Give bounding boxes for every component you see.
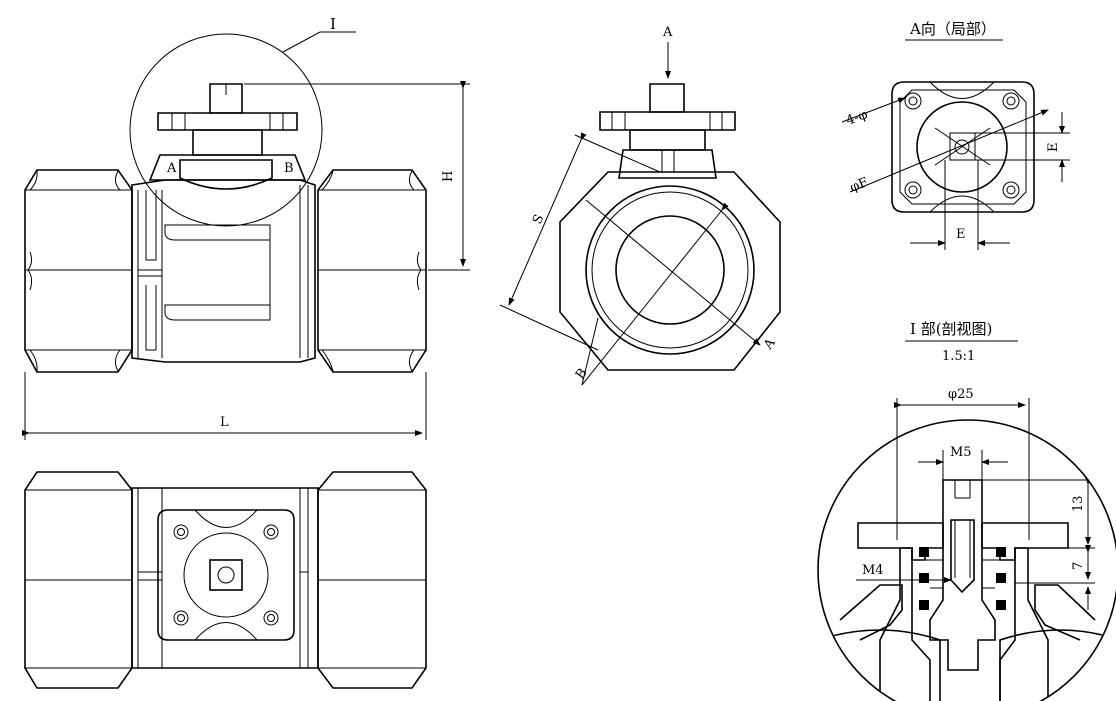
- right-hex-nut: [317, 169, 427, 373]
- section-a-label: A: [760, 335, 779, 353]
- dimension-7-label: 7: [1071, 562, 1086, 570]
- section-scale: 1.5:1: [942, 349, 975, 364]
- detail-circle: [129, 33, 323, 227]
- port-label-right: B: [284, 161, 294, 176]
- hole-count-label: 4-φ: [844, 107, 870, 129]
- thread-m4-label: M4: [862, 563, 884, 578]
- left-hex-nut: [24, 169, 133, 373]
- side-view: A A B S: [499, 25, 781, 386]
- section-detail: I 部(剖视图) 1.5:1 φ25 M5: [817, 320, 1116, 701]
- hole-dia-label: φF: [848, 175, 870, 196]
- dimension-e-horizontal-label: E: [956, 227, 966, 242]
- detail-leader: [282, 31, 356, 53]
- a-view-title: A向（局部）: [909, 20, 996, 38]
- view-arrow-label: A: [662, 25, 673, 40]
- dimension-s-label: S: [530, 212, 547, 226]
- port-label-left: A: [166, 161, 177, 176]
- dimension-l-label: L: [220, 415, 229, 430]
- top-view: [24, 471, 427, 689]
- dimension-13-label: 13: [1071, 495, 1086, 512]
- dimension-e-vertical-label: E: [1046, 143, 1061, 153]
- section-b-label: B: [573, 366, 591, 382]
- thread-m5-label: M5: [950, 445, 972, 460]
- dimension-dia25-label: φ25: [948, 387, 974, 402]
- valve-body: [131, 179, 316, 363]
- a-view-partial: A向（局部） 4-φ φF E E: [841, 20, 1070, 250]
- top-flange: [148, 83, 307, 190]
- front-view: A B I H L: [22, 15, 470, 440]
- detail-marker-label: I: [330, 15, 336, 33]
- section-title: I 部(剖视图): [910, 320, 992, 338]
- dimension-h-label: H: [441, 171, 456, 182]
